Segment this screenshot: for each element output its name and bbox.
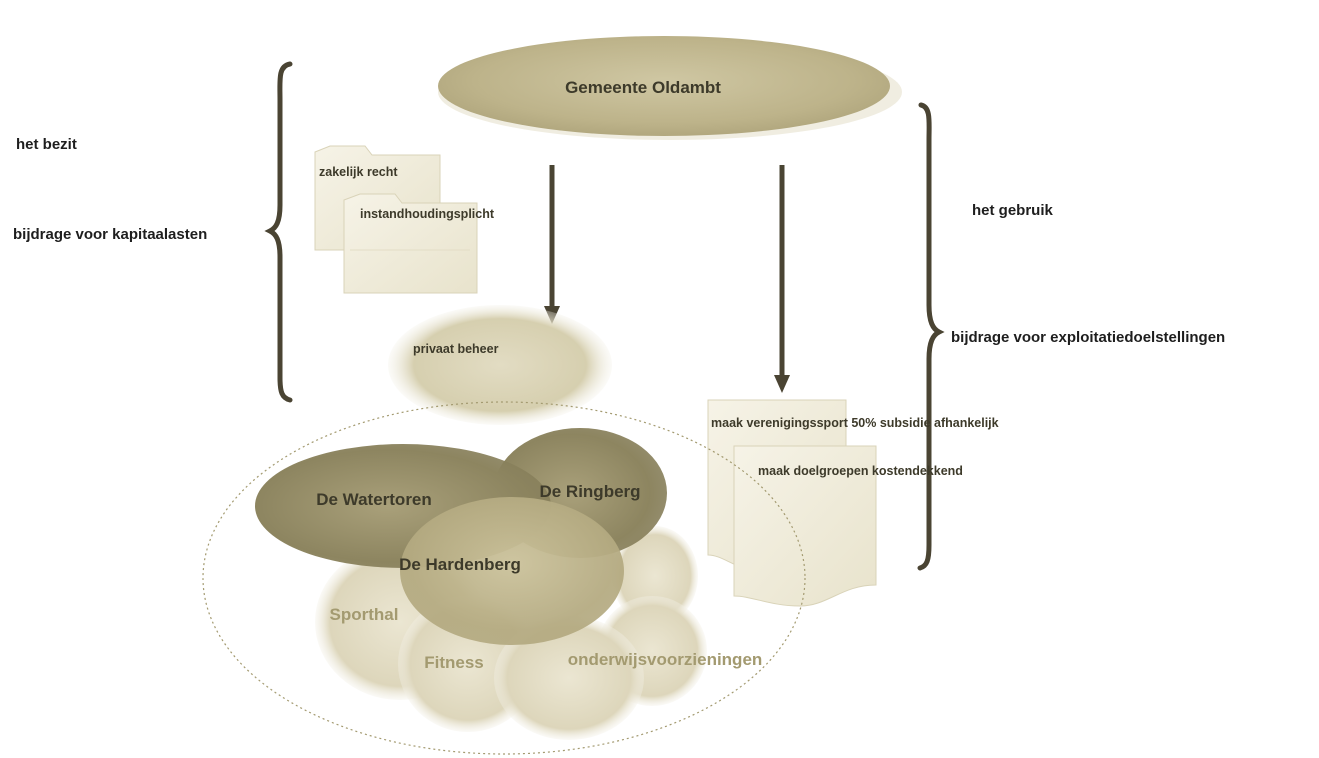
privaat-beheer-label: privaat beheer: [413, 342, 499, 356]
facility-sporthal-label: Sporthal: [330, 605, 399, 624]
label-het-bezit: het bezit: [16, 136, 77, 153]
facility-bubbles: De Watertoren De Ringberg De Hardenberg …: [255, 428, 762, 740]
folder-instandhoudingsplicht: instandhoudingsplicht: [343, 193, 495, 294]
top-entity-node: Gemeente Oldambt: [438, 36, 902, 140]
label-het-gebruik: het gebruik: [972, 202, 1054, 219]
facility-watertoren-label: De Watertoren: [316, 490, 432, 509]
label-exploitatiedoelstellingen: bijdrage voor exploitatiedoelstellingen: [951, 329, 1225, 346]
facility-ringberg-label: De Ringberg: [539, 482, 640, 501]
privaat-beheer-node: privaat beheer: [388, 305, 612, 425]
document-doelgroepen-label: maak doelgroepen kostendekkend: [758, 464, 963, 478]
top-entity-label: Gemeente Oldambt: [565, 78, 721, 97]
bubble-hardenberg: [400, 497, 624, 645]
facilities-boundary: [202, 401, 806, 755]
facility-fitness-label: Fitness: [424, 653, 484, 672]
document-doelgroepen: maak doelgroepen kostendekkend: [733, 445, 963, 607]
label-kapitaallasten: bijdrage voor kapitaalasten: [13, 226, 207, 243]
facility-onderwijs-label: onderwijsvoorzieningen: [568, 650, 763, 669]
folder-zakelijk-recht-label: zakelijk recht: [319, 165, 398, 179]
arrow-head-right: [774, 375, 790, 393]
document-verenigingssport-label: maak verenigingssport 50% subsidie afhan…: [711, 416, 999, 430]
left-brace: [264, 61, 293, 403]
right-brace: [917, 102, 945, 571]
folder-instandhoudingsplicht-label: instandhoudingsplicht: [360, 207, 495, 221]
facility-hardenberg-label: De Hardenberg: [399, 555, 521, 574]
bubble-onderwijs: [494, 616, 644, 740]
